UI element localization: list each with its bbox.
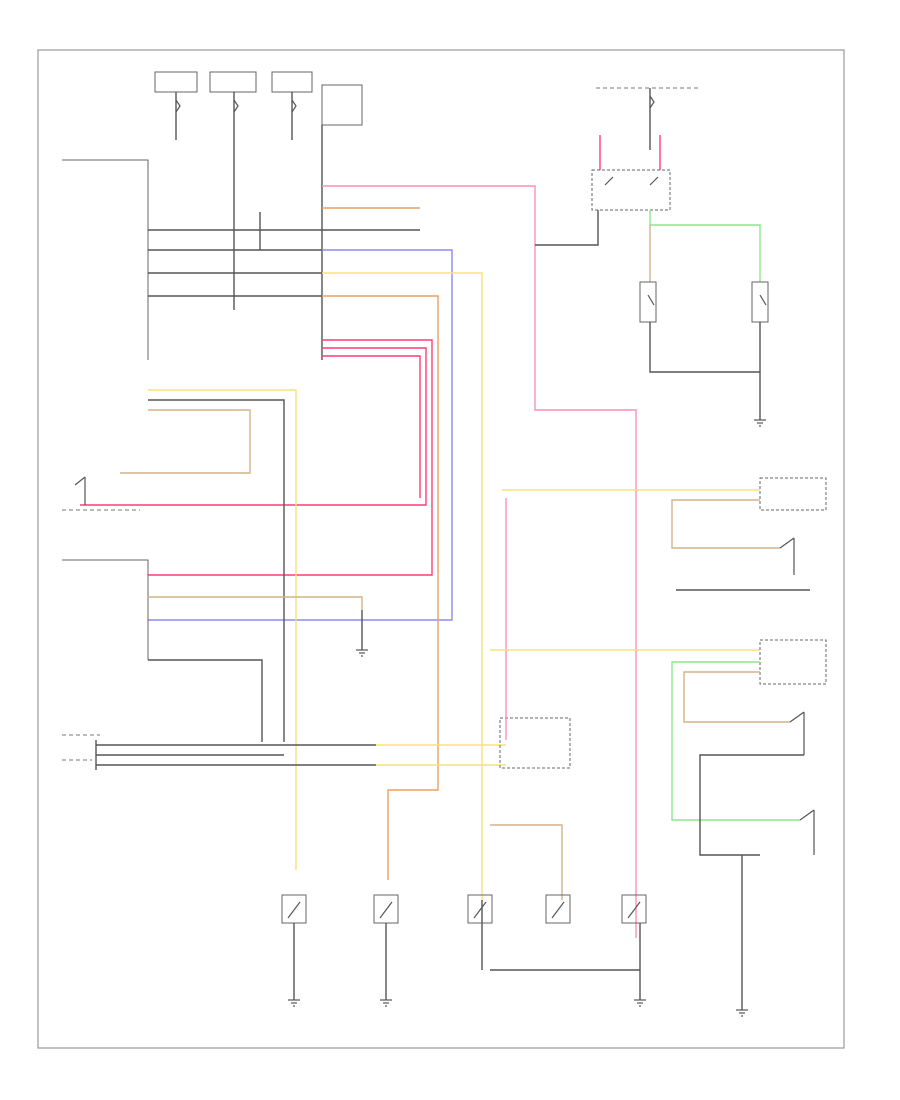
wire-yellow-seatbelt (148, 389, 297, 870)
wire-tan-right-2 (683, 671, 790, 723)
wire-cluster-low (148, 659, 263, 742)
wire-relay-ground (535, 210, 599, 246)
wire-rr-ground (699, 754, 804, 856)
door-switch-rr (545, 894, 571, 924)
door-switch-lr (373, 894, 399, 1000)
seat-belt-switch (74, 476, 86, 505)
wire-tan-right-1 (671, 499, 780, 549)
door-switch-rf (467, 894, 493, 924)
fuse-block-top-center (271, 71, 313, 140)
body-control-module (62, 159, 149, 360)
ground-symbol-horn (754, 419, 766, 427)
wire-orange-down (322, 295, 439, 880)
wire-yellow-junction (322, 272, 483, 900)
wire-green-right (671, 661, 800, 821)
door-ajar-switch-rr (789, 711, 805, 755)
fuse-block-top-center-left (209, 71, 257, 310)
wire-red-1 (148, 339, 433, 576)
horn-pad-connector (62, 734, 100, 770)
horn-right (751, 281, 769, 323)
wire-tan-seatbelt (120, 409, 251, 474)
cylinder-lock-switch (779, 537, 795, 575)
ground-symbol-lr (380, 999, 392, 1007)
fuse-block-top-left (154, 71, 198, 140)
ground-symbol-cluster (356, 649, 368, 657)
door-ajar-switch-rf (759, 639, 827, 685)
ground-symbol-lf (288, 999, 300, 1007)
junction-connector (321, 84, 363, 360)
wire-tan-cluster (148, 596, 363, 610)
ground-symbol-liftgate (736, 1009, 748, 1017)
diagram-frame (37, 49, 845, 1049)
instrument-cluster (62, 559, 149, 660)
wire-pink-long (322, 185, 637, 938)
power-relay (591, 169, 671, 211)
horn-left (639, 281, 657, 323)
liftgate-switch (621, 894, 647, 1000)
wire-blk-seatbelt (148, 399, 285, 742)
door-switch-lf (281, 894, 307, 1000)
wire-green-horn (649, 210, 761, 282)
wire-tan-bottom (490, 824, 563, 900)
wire-red-2 (80, 347, 427, 506)
wire-red-3 (322, 355, 421, 498)
wire-blue-junction (148, 249, 453, 621)
ground-symbol-liftgate-bottom (634, 999, 646, 1007)
door-lock-switch (759, 477, 827, 511)
liftgate-ajar-switch (799, 809, 815, 855)
fuse-box-top-right (596, 87, 700, 150)
wire-horn-ground (649, 322, 761, 373)
ignition-switch-connector (499, 717, 571, 769)
